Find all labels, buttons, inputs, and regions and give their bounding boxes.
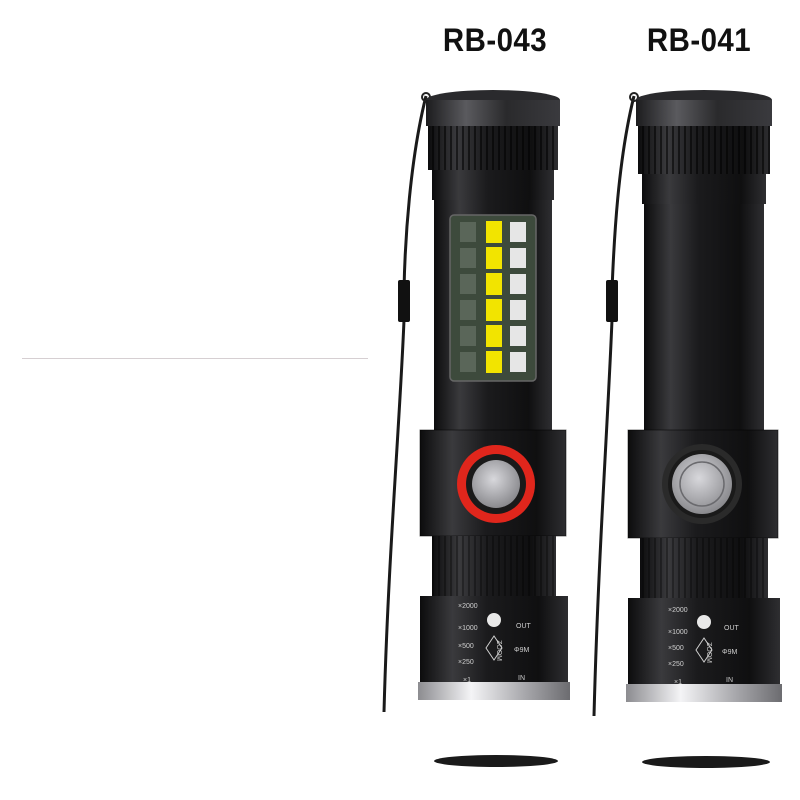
lanyard-cord [382,95,428,713]
zoom-indicator-dot [487,613,501,627]
lanyard-clip [398,280,410,322]
zoom-scale: ×2000 ×1000 ×500 ×250 ×1 OUT IN Φ9M [458,603,532,684]
out-label: OUT [516,623,532,630]
zoom-indicator-dot [697,615,711,629]
floor-shadow [642,756,770,768]
mag-500: ×500 [668,645,684,652]
mag-250: ×250 [668,661,684,668]
mag-1: ×1 [674,679,682,686]
power-button [672,454,732,514]
mag-1000: ×1000 [458,625,478,632]
led-array [460,221,526,373]
out-label: OUT [724,625,740,632]
lanyard-cord [592,95,636,717]
flashlight-rb-041: ×2000 ×1000 ×500 ×250 ×1 OUT IN Φ9M ZOOM [592,90,782,768]
lens-label: Φ9M [514,647,529,654]
mag-1: ×1 [463,677,471,684]
in-label: IN [518,675,525,682]
flashlight-rb-043: ×2000 ×1000 ×500 ×250 ×1 OUT IN Φ9M ZOOM [382,90,570,767]
divider-line [22,358,368,359]
model-label-rb-041: RB-041 [646,22,752,58]
mag-1000: ×1000 [668,629,688,636]
lens-label: Φ9M [722,649,737,656]
mag-2000: ×2000 [458,603,478,610]
power-button [472,460,520,508]
mag-2000: ×2000 [668,607,688,614]
mag-250: ×250 [458,659,474,666]
mag-500: ×500 [458,643,474,650]
tail-cap-ring [418,682,570,700]
floor-shadow [434,755,558,767]
in-label: IN [726,677,733,684]
zoom-scale: ×2000 ×1000 ×500 ×250 ×1 OUT IN Φ9M [668,607,740,686]
model-label-rb-043: RB-043 [442,22,548,58]
zoom-label: ZOOM [705,642,712,663]
tail-cap-ring [626,684,782,702]
zoom-label: ZOOM [495,640,502,661]
lanyard-clip [606,280,618,322]
